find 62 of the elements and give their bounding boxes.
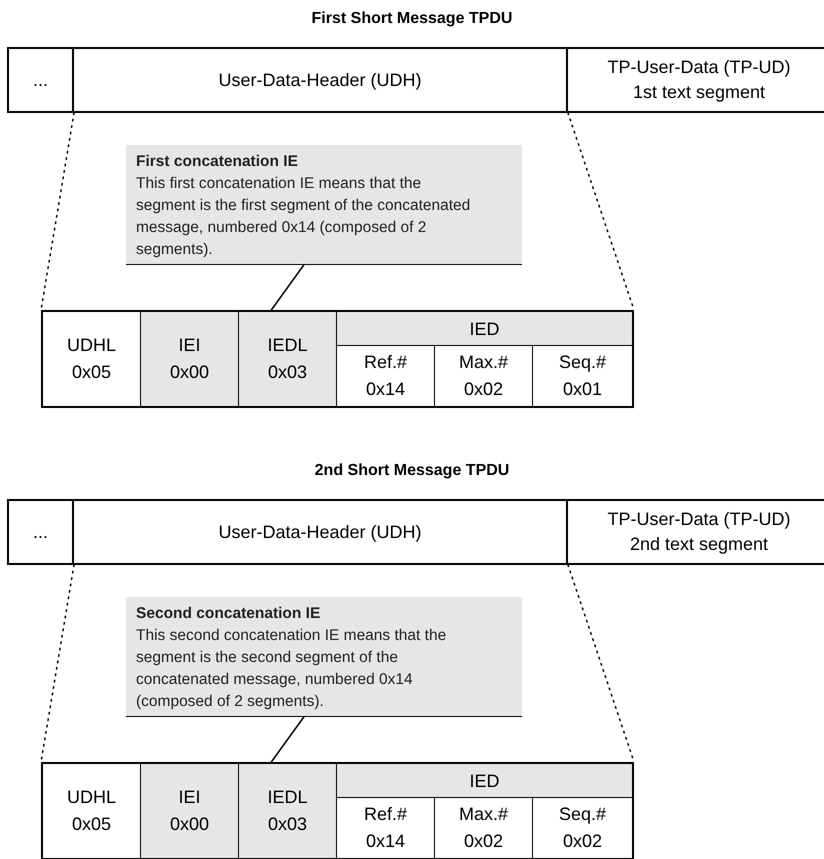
leader-line [270,716,305,763]
field-label: 0x02 [562,830,602,853]
table-cell [337,797,435,858]
field-label: User-Data-Header (UDH) [218,520,422,544]
field-label: 1st text segment [632,81,766,104]
field-label: UDHL [66,334,116,357]
field-label: User-Data-Header (UDH) [218,68,422,92]
field-label: 0x05 [72,813,112,836]
field-label: ... [32,68,48,92]
field-label: Seq.# [558,351,606,374]
field-label: Ref.# [364,803,408,826]
field-label: 0x01 [562,378,602,401]
field-label: ... [32,520,48,544]
callout-box [126,597,522,717]
udh-table [41,762,634,859]
field-label: IEI [178,334,200,357]
field-label: 0x00 [170,813,210,836]
field-label: 0x00 [170,361,210,384]
field-label: 0x03 [268,813,308,836]
field-label: 0x02 [464,830,504,853]
table-cell [435,345,533,406]
field-label: TP-User-Data (TP-UD) [608,508,790,531]
callout-text: This second concatenation IE means that the segment is the second segment of the concatenated message, numbered 0x14 (composed of 2 segments). [136,626,448,712]
table-cell [239,312,337,406]
field-label: 0x02 [464,378,504,401]
pdu-field-box [568,47,824,113]
callout-title: First concatenation IE [136,152,299,172]
table-cell [239,764,337,858]
pdu-field-box [568,499,824,565]
leader-line [270,264,305,311]
field-label: 0x14 [366,378,406,401]
table-cell [435,797,533,858]
field-label: Seq.# [558,803,606,826]
callout-box [126,145,522,265]
section-heading: First Short Message TPDU [310,9,514,29]
ied-header: IED [337,764,632,798]
pdu-field-box [74,499,568,565]
field-label: IEDL [267,334,308,357]
pdu-field-box [74,47,568,113]
table-cell [141,764,239,858]
field-label: IEI [178,786,200,809]
field-label: Max.# [458,803,508,826]
callout-text: This first concatenation IE means that the segment is the first segment of the concatenated message, numbered 0x14 (composed of 2 segments). [136,174,472,260]
field-label: 2nd text segment [630,533,768,556]
table-cell [141,312,239,406]
table-cell [337,345,435,406]
field-label: 0x05 [72,361,112,384]
field-label: Max.# [458,351,508,374]
callout-title: Second concatenation IE [136,604,322,624]
field-label: TP-User-Data (TP-UD) [608,56,790,79]
udh-table [41,310,634,408]
field-label: IEDL [267,786,308,809]
ied-group-cell [337,312,632,406]
field-label: 0x14 [366,830,406,853]
field-label: 0x03 [268,361,308,384]
ied-header: IED [337,312,632,346]
ied-group-cell [337,764,632,858]
section-heading: 2nd Short Message TPDU [314,461,510,481]
pdu-field-box [7,47,74,113]
field-label: UDHL [66,786,116,809]
pdu-field-box [7,499,74,565]
field-label: Ref.# [364,351,408,374]
